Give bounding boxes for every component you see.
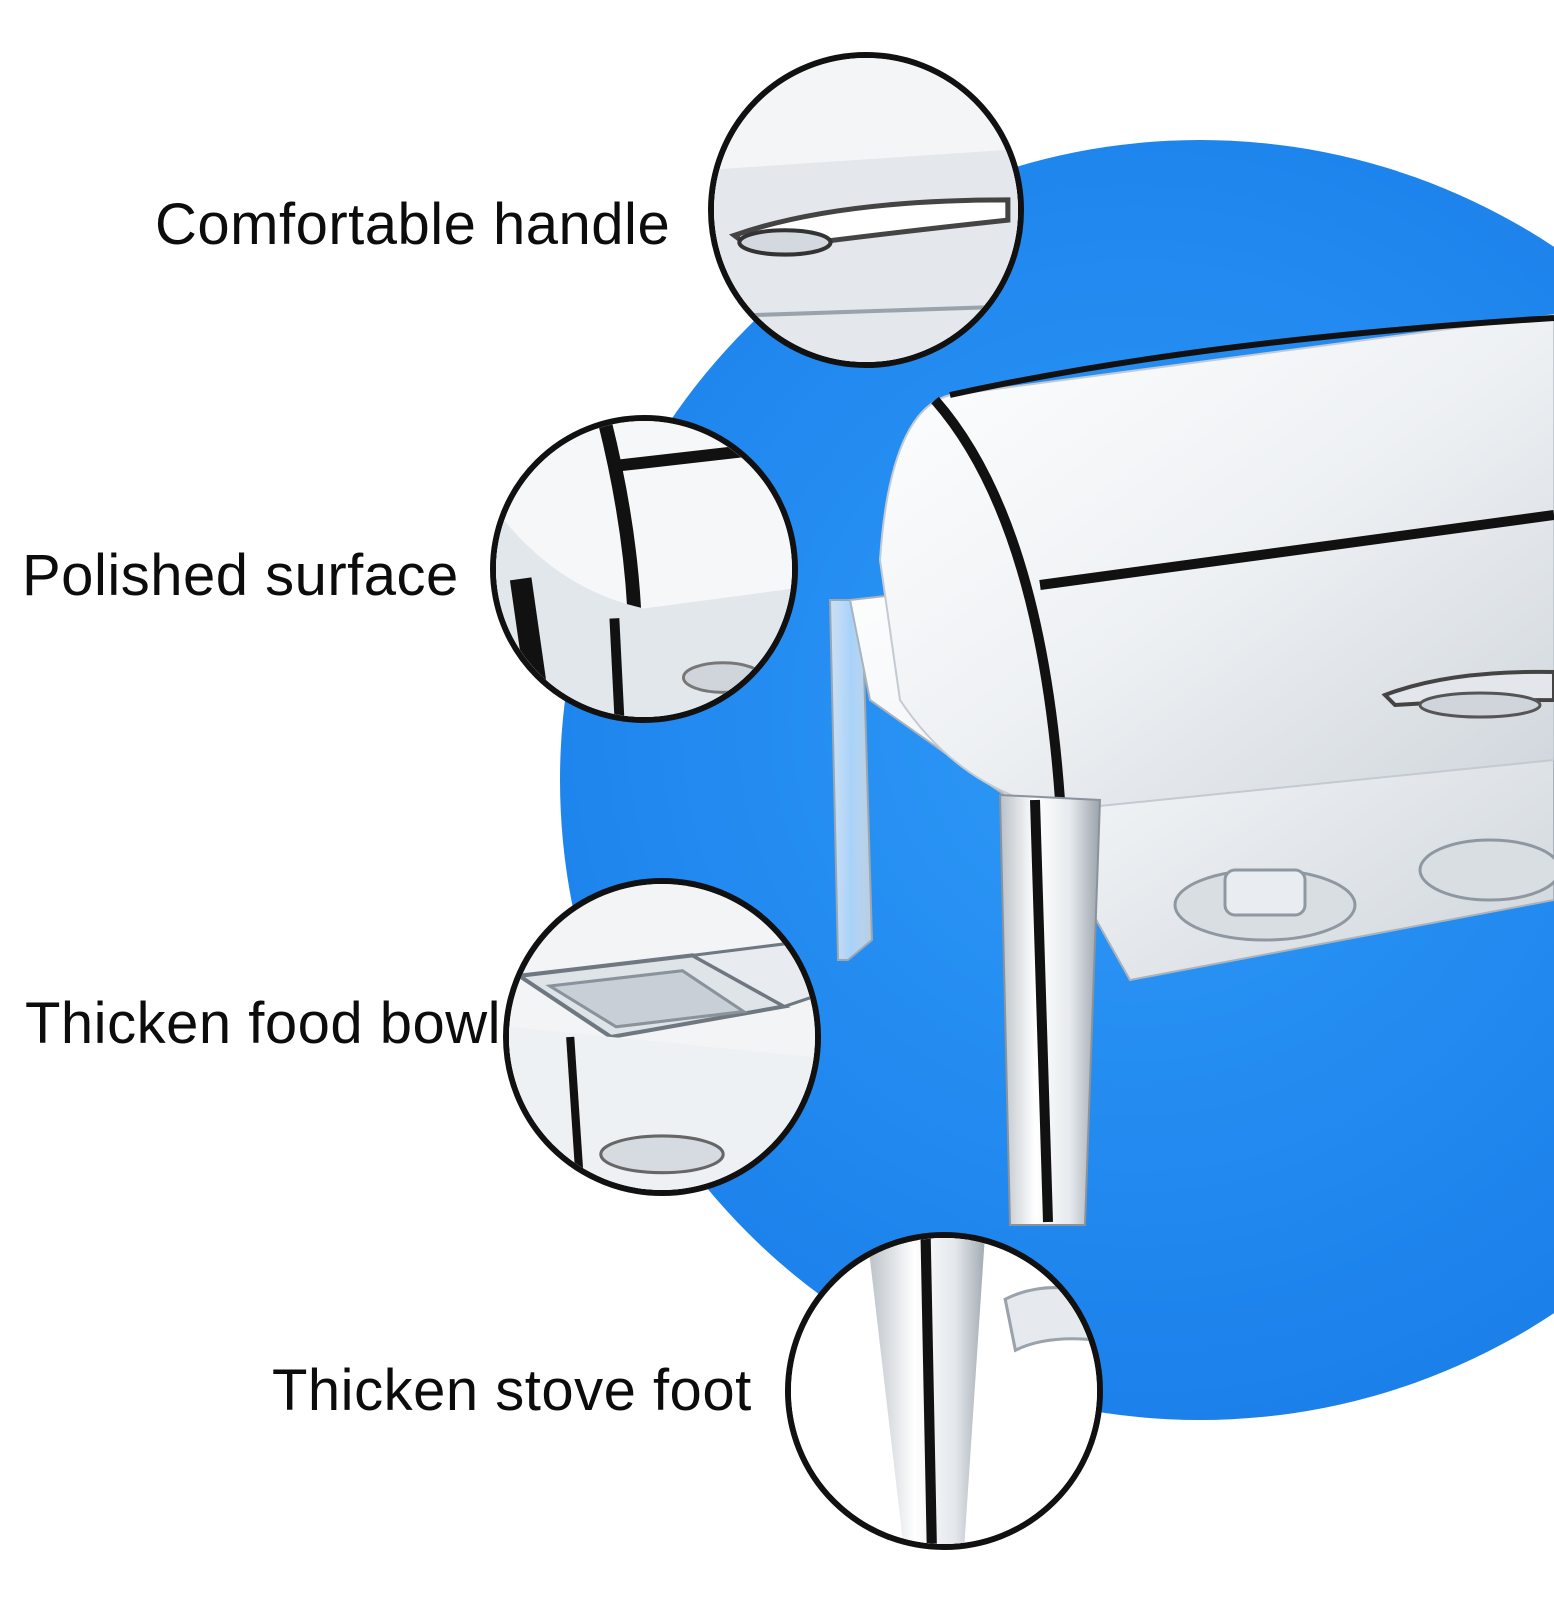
polished-corner-closeup-icon bbox=[490, 415, 798, 723]
stove-foot-closeup-icon bbox=[785, 1232, 1103, 1550]
burner-right bbox=[1418, 838, 1554, 902]
feature-label-foot: Thicken stove foot bbox=[272, 1358, 752, 1423]
feature-label-surface: Polished surface bbox=[22, 543, 459, 608]
feature-label-handle: Comfortable handle bbox=[155, 192, 671, 257]
food-bowl-closeup-icon bbox=[503, 878, 821, 1196]
feature-label-bowl: Thicken food bowl bbox=[25, 991, 501, 1056]
front-leg bbox=[998, 793, 1102, 1226]
handle-closeup-icon bbox=[708, 52, 1024, 368]
